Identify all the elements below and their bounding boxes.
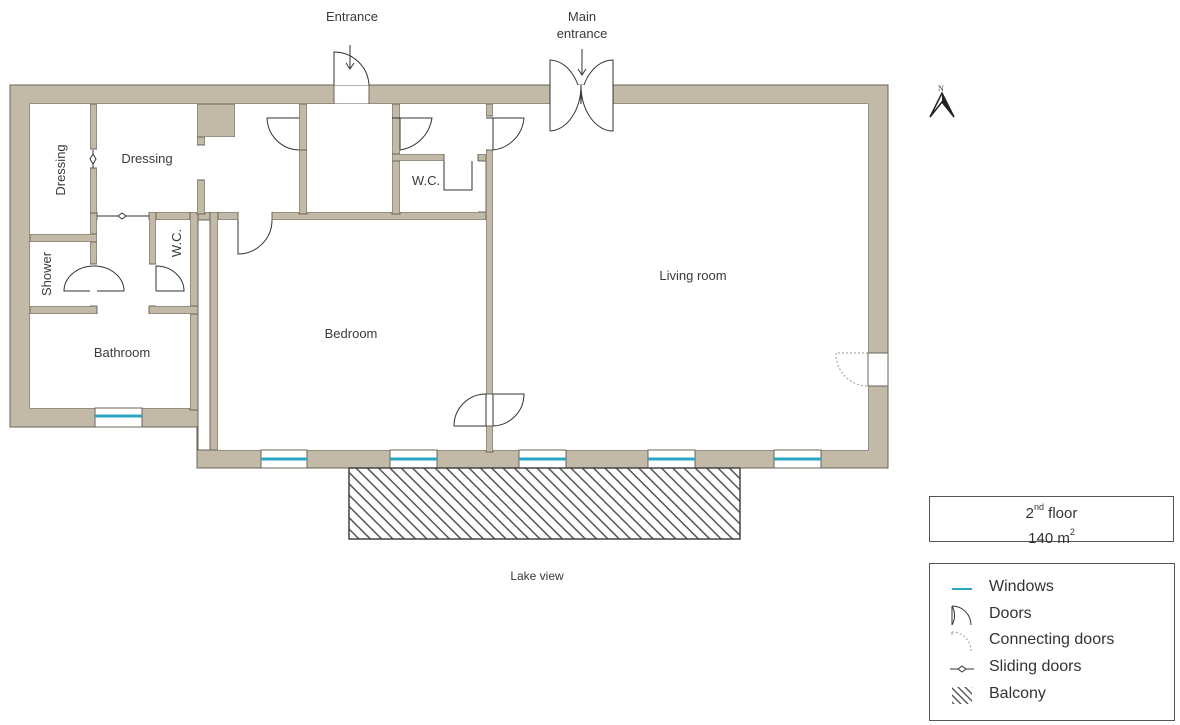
entrance-label: Entrance (326, 9, 378, 24)
window-line-icon (952, 588, 972, 590)
north-arrow-icon (929, 91, 955, 118)
entrance-arrows (345, 45, 587, 76)
legend-item-windows: Windows (930, 576, 1174, 600)
main-entrance-label-line1: Main (568, 9, 596, 24)
room-label-wc-side: W.C. (169, 229, 184, 257)
windows (94, 407, 822, 469)
room-label-shower: Shower (39, 251, 54, 296)
legend-label: Windows (989, 578, 1054, 595)
legend-label: Sliding doors (989, 658, 1082, 675)
floor-info-box: 2nd floor 140 m2 (929, 496, 1174, 547)
door-swings (63, 51, 614, 427)
entrance-gap (333, 84, 370, 105)
sliding-door-icon (950, 665, 974, 673)
connecting-door (835, 352, 869, 387)
legend-label: Balcony (989, 685, 1046, 702)
floor-area: 140 m2 (1028, 527, 1075, 547)
balcony (348, 467, 741, 540)
room-label-living-room: Living room (659, 268, 726, 283)
sliding-doors (89, 150, 149, 220)
door-swing-icon (951, 605, 972, 625)
legend-item-connecting-doors: Connecting doors (930, 629, 1174, 653)
room-label-wc-top: W.C. (412, 173, 440, 188)
legend-item-doors: Doors (930, 603, 1174, 627)
legend-item-sliding-doors: Sliding doors (930, 656, 1174, 680)
main-entrance-label-line2: entrance (557, 26, 608, 41)
legend: Windows Doors Connecting doors Sliding d… (929, 563, 1175, 721)
legend-label: Connecting doors (989, 631, 1115, 648)
legend-item-balcony: Balcony (930, 683, 1174, 707)
room-label-bedroom: Bedroom (325, 326, 378, 341)
connecting-door-icon (951, 631, 972, 651)
north-label: N (938, 84, 944, 93)
floor-level: 2nd floor (1025, 502, 1078, 522)
legend-label: Doors (989, 605, 1032, 622)
room-label-dressing: Dressing (121, 151, 172, 166)
room-label-dressing-left: Dressing (53, 144, 68, 195)
lake-view-label: Lake view (510, 569, 564, 583)
balcony-hatch-icon (952, 687, 972, 704)
room-label-bathroom: Bathroom (94, 345, 150, 360)
